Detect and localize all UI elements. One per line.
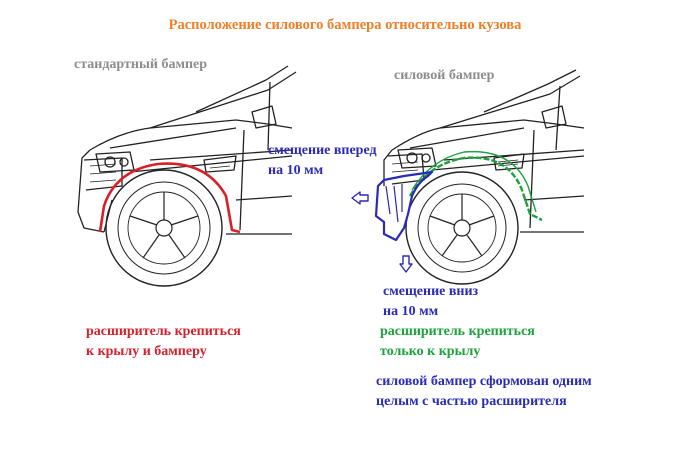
shift-down-annotation: смещение вниз на 10 мм xyxy=(383,282,478,322)
power-bumper-label: силовой бампер xyxy=(394,68,495,83)
power-bumper-note: силовой бампер сформован одним целым с ч… xyxy=(376,372,592,412)
standard-fender-flare xyxy=(98,162,241,234)
arrow-left-icon xyxy=(351,191,369,205)
power-flare-note: расширитель крепиться только к крылу xyxy=(380,322,535,362)
power-wheel xyxy=(405,171,519,285)
standard-bumper-label: стандартный бампер xyxy=(74,57,208,72)
standard-flare-note: расширитель крепиться к крылу и бамперу xyxy=(86,322,241,362)
bumper-note-line-1: силовой бампер сформован одним xyxy=(376,374,592,389)
power-bumper-outline xyxy=(374,170,434,242)
arrow-down-icon xyxy=(399,255,413,273)
power-car-drawing xyxy=(383,69,585,233)
diagram-title: Расположение силового бампера относитель… xyxy=(168,17,522,33)
shift-down-line-2: на 10 мм xyxy=(383,304,439,319)
standard-note-line-1: расширитель крепиться xyxy=(86,324,241,339)
standard-car-drawing xyxy=(77,65,297,235)
standard-note-line-2: к крылу и бамперу xyxy=(86,344,207,359)
shift-forward-annotation: смещение вперед на 10 мм xyxy=(268,141,377,181)
bumper-note-line-2: целым с частью расширителя xyxy=(376,394,567,409)
power-note-line-2: только к крылу xyxy=(380,344,481,359)
standard-wheel xyxy=(105,169,223,287)
power-fender-flare xyxy=(408,156,543,222)
shift-forward-line-1: смещение вперед xyxy=(268,143,377,158)
shift-down-line-1: смещение вниз xyxy=(383,284,479,299)
power-note-line-1: расширитель крепиться xyxy=(380,324,535,339)
shift-forward-line-2: на 10 мм xyxy=(268,163,324,178)
